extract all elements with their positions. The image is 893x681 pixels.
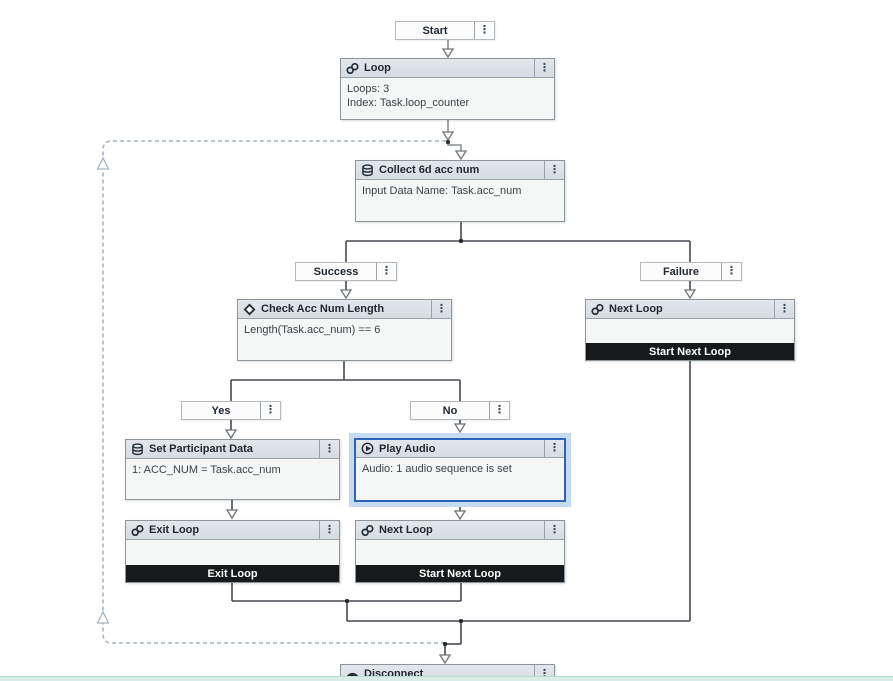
kebab-menu-button[interactable]: ⋮ [534,59,554,77]
kebab-menu-button[interactable]: ⋮ [721,263,741,280]
node-title: Check Acc Num Length [261,303,385,315]
node-body: Length(Task.acc_num) == 6 [238,319,451,341]
node-set-participant-data[interactable]: Set Participant Data ⋮ 1: ACC_NUM = Task… [125,439,340,500]
database-icon [131,442,144,456]
loop-icon [131,524,144,537]
arrowhead-icons [224,48,697,665]
kebab-menu-button[interactable]: ⋮ [376,263,396,280]
node-collect-header: Collect 6d acc num ⋮ [356,161,564,180]
branch-label-text: No [442,404,458,417]
play-circle-icon [361,442,374,455]
kebab-menu-button[interactable]: ⋮ [534,665,554,681]
body-line: Input Data Name: Task.acc_num [362,185,522,197]
body-line: Loops: 3 [347,83,390,95]
node-body: 1: ACC_NUM = Task.acc_num [126,459,339,481]
diamond-icon [243,303,256,316]
node-play-audio-selected[interactable]: Play Audio ⋮ Audio: 1 audio sequence is … [354,438,566,502]
node-title: Play Audio [379,442,436,455]
node-loop-header: Loop ⋮ [341,59,554,78]
kebab-menu-button[interactable]: ⋮ [544,440,564,457]
node-title: Set Participant Data [149,443,253,455]
branch-label-failure[interactable]: Failure ⋮ [640,262,742,281]
kebab-menu-button[interactable]: ⋮ [774,300,794,318]
branch-label-text: Success [313,265,359,278]
node-spd-header: Set Participant Data ⋮ [126,440,339,459]
branch-label-text: Yes [211,404,231,417]
node-title: Next Loop [609,303,663,315]
body-line: Index: Task.loop_counter [347,97,470,109]
node-next-loop-failure[interactable]: Next Loop ⋮ Start Next Loop [585,299,795,361]
loop-icon [346,62,359,75]
kebab-menu-button[interactable]: ⋮ [260,402,280,419]
node-loop[interactable]: Loop ⋮ Loops: 3 Index: Task.loop_counter [340,58,555,120]
branch-label-yes[interactable]: Yes ⋮ [181,401,281,420]
kebab-menu-button[interactable]: ⋮ [544,161,564,179]
start-label-node[interactable]: Start ⋮ [395,21,495,40]
body-line: Audio: 1 audio sequence is set [362,463,512,475]
kebab-menu-button[interactable]: ⋮ [319,440,339,458]
loop-icon [361,524,374,537]
node-next-loop-no[interactable]: Next Loop ⋮ Start Next Loop [355,520,565,583]
node-title: Exit Loop [149,524,200,536]
kebab-menu-button[interactable]: ⋮ [431,300,451,318]
start-label-text: Start [422,24,448,37]
body-line: Length(Task.acc_num) == 6 [244,324,381,336]
node-footer-bar: Start Next Loop [586,343,794,360]
node-play-audio-header: Play Audio ⋮ [356,440,564,458]
body-line: 1: ACC_NUM = Task.acc_num [132,464,281,476]
branch-label-success[interactable]: Success ⋮ [295,262,397,281]
node-footer-bar: Exit Loop [126,565,339,582]
kebab-menu-button[interactable]: ⋮ [544,521,564,539]
loopback-dashed-edge [102,140,446,644]
node-exit-loop-header: Exit Loop ⋮ [126,521,339,540]
node-title: Next Loop [379,524,433,536]
junction-dots [345,140,463,646]
branch-label-no[interactable]: No ⋮ [410,401,510,420]
kebab-menu-button[interactable]: ⋮ [474,22,494,39]
node-body: Input Data Name: Task.acc_num [356,180,564,202]
node-body: Audio: 1 audio sequence is set [356,458,564,480]
node-footer-bar: Start Next Loop [356,565,564,582]
node-check-header: Check Acc Num Length ⋮ [238,300,451,319]
kebab-menu-button[interactable]: ⋮ [319,521,339,539]
node-collect-acc-num[interactable]: Collect 6d acc num ⋮ Input Data Name: Ta… [355,160,565,222]
loopback-arrow-up-icon [96,156,110,170]
loop-icon [591,303,604,316]
node-body: Loops: 3 Index: Task.loop_counter [341,78,554,114]
node-next-loop-header: Next Loop ⋮ [586,300,794,319]
branch-label-text: Failure [662,265,700,278]
node-title: Loop [364,62,391,74]
node-check-acc-num-length[interactable]: Check Acc Num Length ⋮ Length(Task.acc_n… [237,299,452,361]
node-title: Collect 6d acc num [379,164,480,176]
bottom-edge-strip [0,676,893,681]
loopback-arrow-up-icon [96,610,110,624]
database-icon [361,163,374,177]
node-next-loop-header: Next Loop ⋮ [356,521,564,540]
node-exit-loop[interactable]: Exit Loop ⋮ Exit Loop [125,520,340,583]
kebab-menu-button[interactable]: ⋮ [489,402,509,419]
